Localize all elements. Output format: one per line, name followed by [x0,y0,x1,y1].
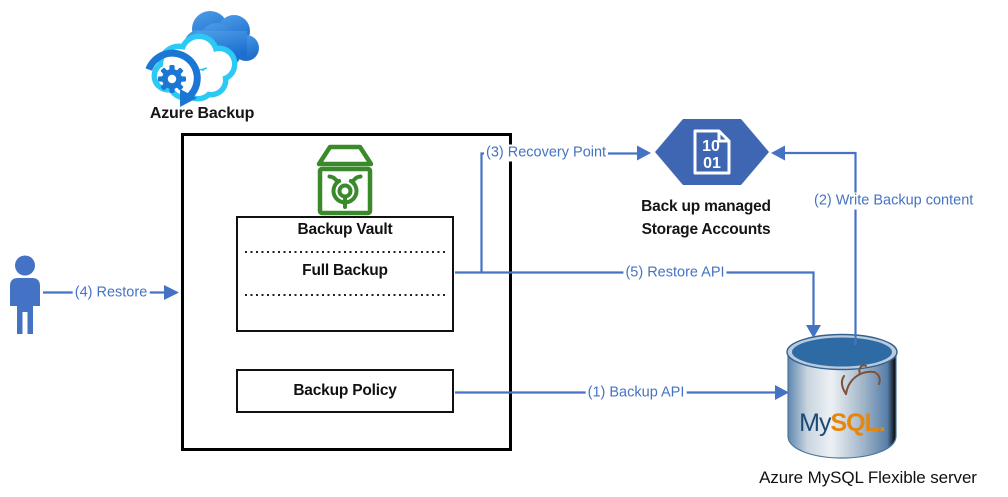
azure-backup-cloud-icon [145,11,259,107]
person-icon [10,255,40,334]
vault-emblem-icon [327,174,363,209]
gear-icon [158,65,186,93]
write-backup-flow-line [785,151,857,345]
mysql-logo-dot: . [879,409,885,437]
mysql-dolphin-icon [840,364,881,395]
storage-accounts-label: Back up managed Storage Accounts [616,195,796,241]
storage-accounts-label-line2: Storage Accounts [641,221,771,238]
storage-accounts-label-line1: Back up managed [641,198,771,215]
full-backup-label: Full Backup [302,262,388,279]
backup-vault-label: Backup Vault [297,221,393,238]
azure-backup-label: Azure Backup [149,105,255,122]
backup-policy-box: Backup Policy [236,369,454,413]
mysql-server-label: Azure MySQL Flexible server [759,468,977,487]
dotted-divider [245,294,445,296]
backup-vault-box: Backup Vault Full Backup [236,216,454,332]
binary-bottom-text: 01 [703,155,721,172]
binary-document-icon [693,129,731,175]
backup-api-flow-label: (1) Backup API [585,384,687,401]
write-backup-arrowhead-icon [771,145,785,161]
restore-flow-label: (4) Restore [72,284,150,301]
binary-top-text: 10 [702,138,720,155]
mysql-logo-sql: SQL [830,409,879,437]
recovery-point-arrowhead-icon [637,145,651,161]
restore-api-flow-label: (5) Restore API [623,264,727,281]
restore-arrowhead-icon [164,285,179,300]
write-backup-flow-label: (2) Write Backup content [812,192,976,210]
recovery-point-flow-label: (3) Recovery Point [484,144,609,162]
binary-document-hexagon-icon: 10 01 [655,119,769,185]
backup-policy-label: Backup Policy [293,382,397,399]
mysql-logo-my: My [799,409,832,437]
mysql-logo-text: MySQL. [799,409,885,437]
restore-arrow-icon [145,49,201,107]
mysql-database-cylinder-icon: MySQL. [786,333,898,459]
dotted-divider [245,251,445,253]
backup-vault-icon [316,144,374,216]
